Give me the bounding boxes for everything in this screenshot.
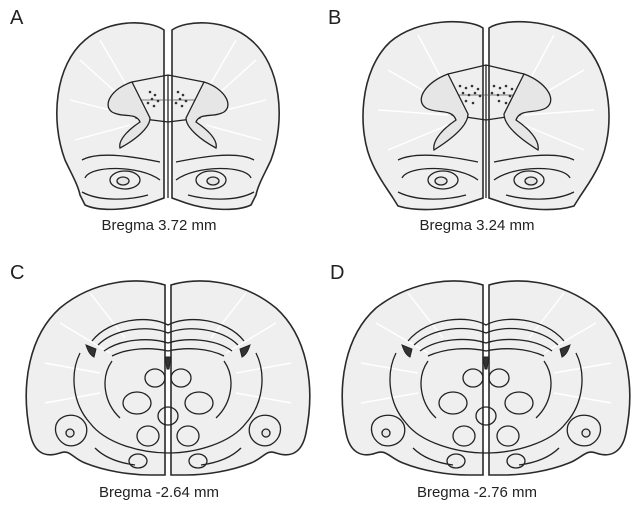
panel-a-caption: Bregma 3.72 mm bbox=[0, 217, 318, 235]
panel-d: D Bregma -2.76 mm bbox=[318, 253, 636, 506]
panel-d-caption: Bregma -2.76 mm bbox=[318, 484, 636, 502]
panel-c-brain-section bbox=[0, 253, 318, 506]
panel-b: B Bregma 3.24 mm bbox=[318, 0, 636, 253]
panel-d-brain-section bbox=[318, 253, 636, 506]
panel-a: A Bregma 3.72 mm bbox=[0, 0, 318, 253]
panel-b-caption: Bregma 3.24 mm bbox=[318, 217, 636, 235]
panel-c-caption: Bregma -2.64 mm bbox=[0, 484, 318, 502]
panel-a-brain-section bbox=[0, 0, 318, 253]
panel-c: C Bregma -2.64 mm bbox=[0, 253, 318, 506]
panel-b-brain-section bbox=[318, 0, 636, 253]
